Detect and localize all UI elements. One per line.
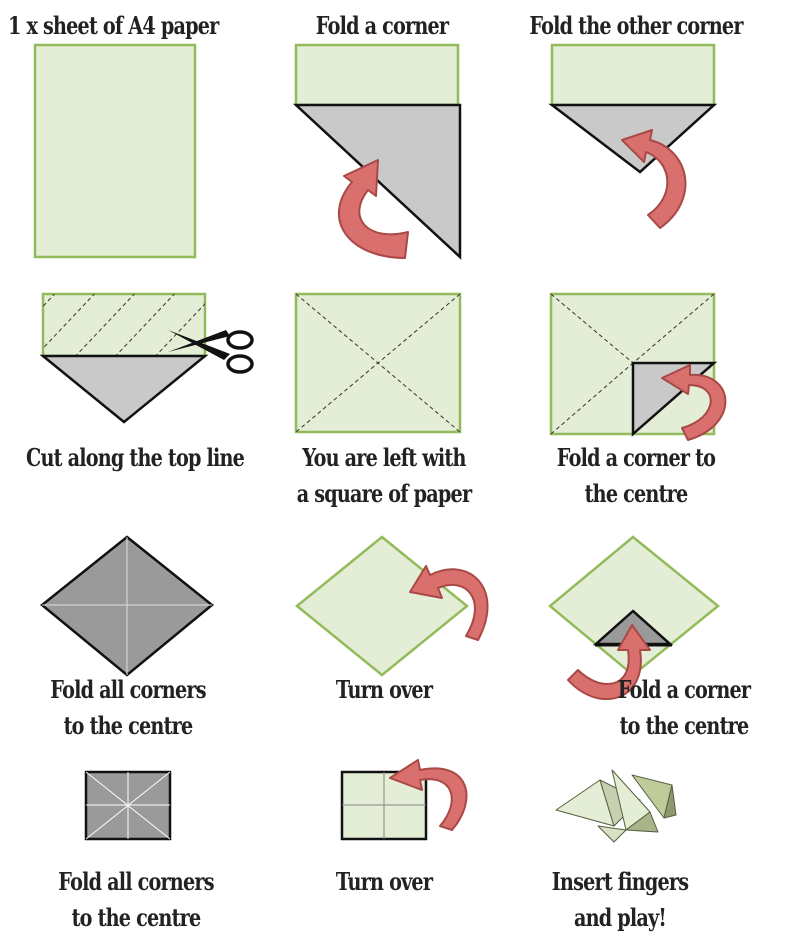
step-2-caption: Fold a corner: [278, 8, 486, 44]
caption-line: Fold the other corner: [520, 8, 752, 44]
caption-line: the centre: [532, 476, 740, 512]
step-10-illustration: [86, 772, 170, 839]
curved-arrow-icon: [622, 130, 685, 228]
toy-flap: [598, 826, 626, 842]
caption-line: to the centre: [24, 708, 232, 744]
step-2-illustration: [296, 45, 460, 258]
step-11-caption: Turn over: [280, 864, 488, 900]
caption-line: Fold a corner to: [532, 440, 740, 476]
folded-triangle: [43, 356, 205, 422]
caption-line: Turn over: [280, 672, 488, 708]
step-6-illustration: [551, 294, 725, 440]
step-9-caption: Fold a corner to the centre: [604, 672, 764, 744]
step-6-caption: Fold a corner to the centre: [532, 440, 740, 512]
caption-line: Cut along the top line: [26, 440, 234, 476]
a4-sheet: [35, 45, 195, 257]
caption-line: Fold a corner: [604, 672, 764, 708]
caption-line: 1 x sheet of A4 paper: [8, 8, 216, 44]
step-8-caption: Turn over: [280, 672, 488, 708]
paper-top-strip: [296, 45, 458, 105]
caption-line: Insert fingers: [516, 864, 724, 900]
paper-top-strip: [552, 45, 714, 105]
step-3-illustration: [552, 45, 714, 228]
paper-diamond: [297, 537, 467, 675]
caption-line: to the centre: [604, 708, 764, 744]
step-4-caption: Cut along the top line: [26, 440, 234, 476]
caption-line: to the centre: [32, 900, 240, 936]
step-1-caption: 1 x sheet of A4 paper: [8, 8, 216, 44]
step-12-illustration: [556, 770, 676, 842]
step-5-caption: You are left with a square of paper: [280, 440, 488, 512]
step-7-caption: Fold all corners to the centre: [24, 672, 232, 744]
caption-line: Fold all corners: [24, 672, 232, 708]
caption-line: a square of paper: [280, 476, 488, 512]
step-1-illustration: [35, 45, 195, 257]
step-8-illustration: [297, 537, 488, 675]
caption-line: Fold a corner: [278, 8, 486, 44]
step-7-illustration: [42, 537, 212, 675]
step-4-illustration: [10, 288, 252, 422]
step-3-caption: Fold the other corner: [520, 8, 752, 44]
step-12-caption: Insert fingers and play!: [516, 864, 724, 936]
caption-line: and play!: [516, 900, 724, 936]
caption-line: You are left with: [280, 440, 488, 476]
caption-line: Turn over: [280, 864, 488, 900]
step-11-illustration: [342, 760, 466, 839]
step-10-caption: Fold all corners to the centre: [32, 864, 240, 936]
paper-top-strip: [43, 294, 205, 356]
step-5-illustration: [296, 294, 460, 432]
caption-line: Fold all corners: [32, 864, 240, 900]
